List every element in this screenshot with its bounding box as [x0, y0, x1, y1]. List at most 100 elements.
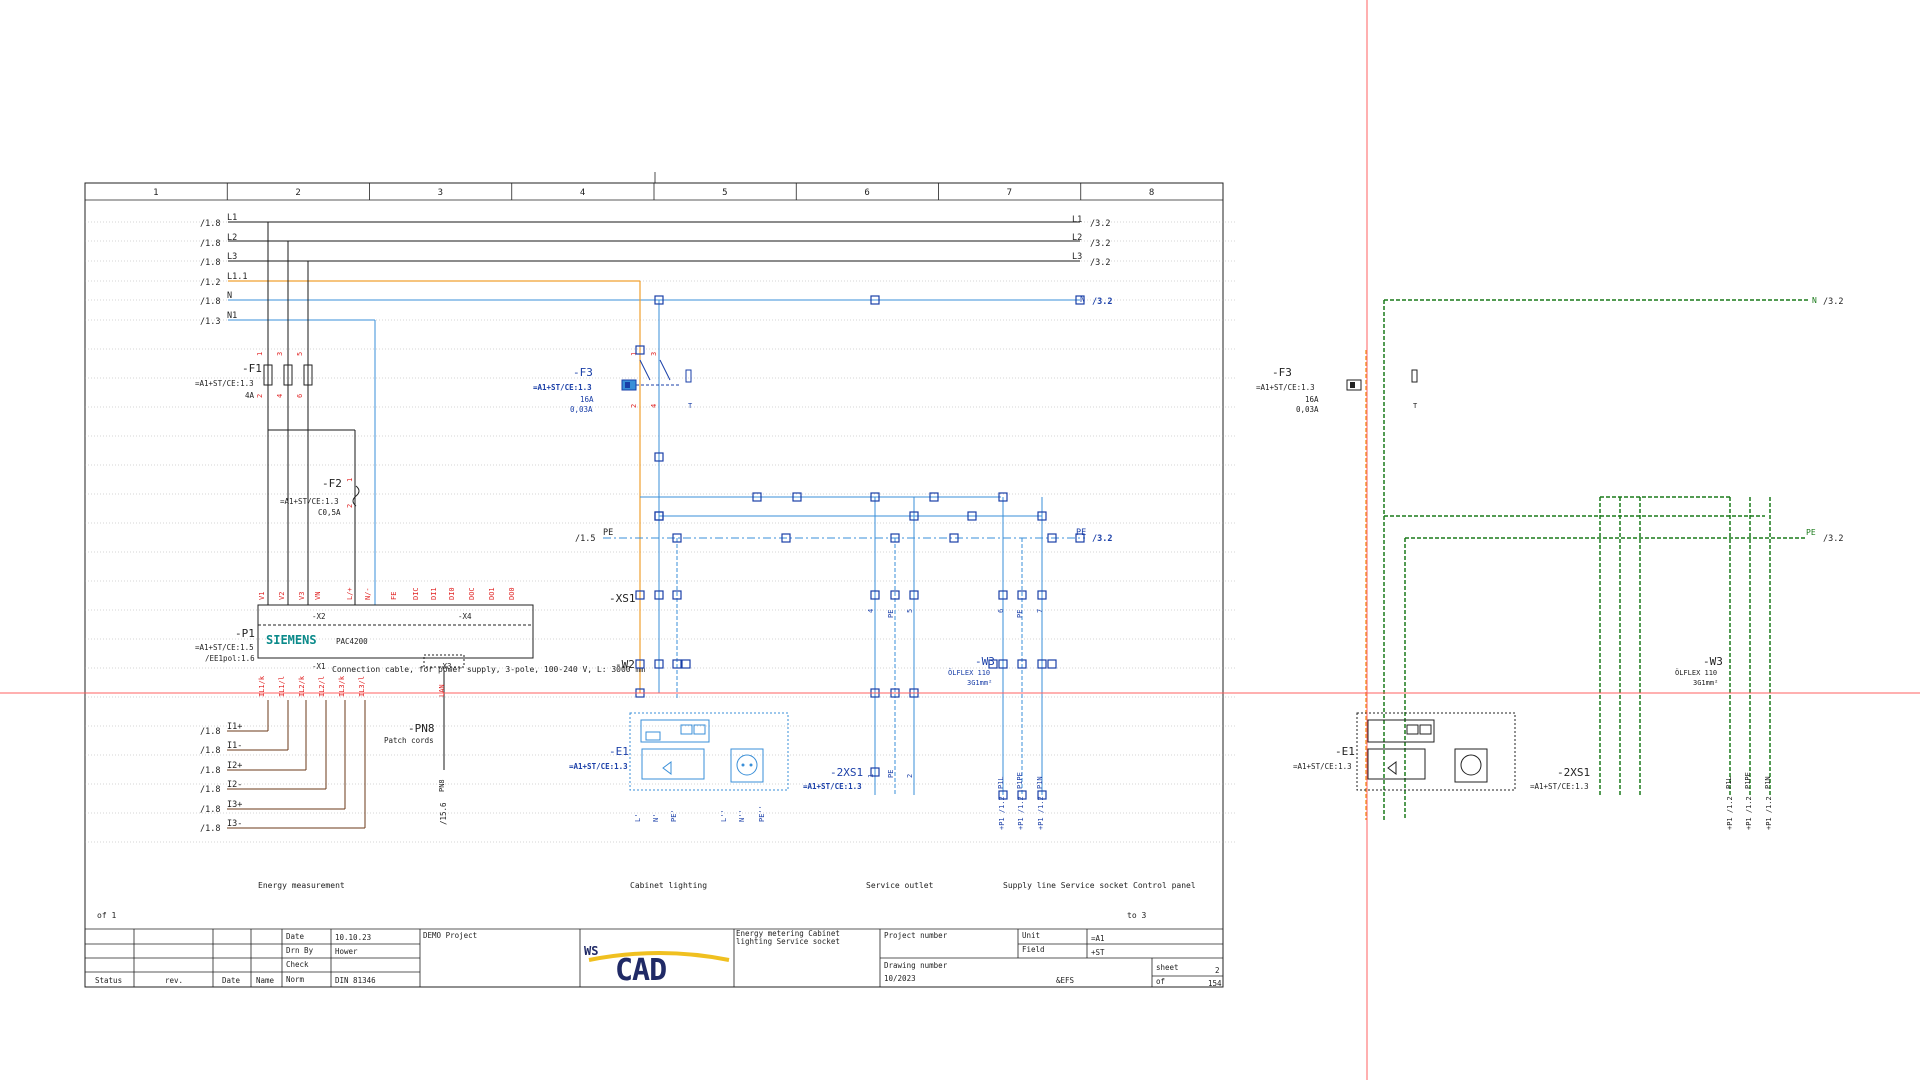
connection-node	[1017, 790, 1027, 800]
light-fixture-e1[interactable]: -E1 =A1+ST/CE:1.3 L' N' PE' L'' N'' PE''	[569, 712, 789, 822]
connection-node	[1075, 295, 1085, 305]
svg-text:of: of	[1156, 977, 1165, 986]
p1-bot-pin: IL1/l	[278, 676, 286, 697]
rbus-l2: L2	[1072, 233, 1082, 243]
fuse-f2[interactable]: -F2 =A1+ST/CE:1.3 C0,5A 1 2	[280, 477, 360, 517]
patch-cord-pn8[interactable]: -PN8 Patch cords PN8 /15.6	[384, 722, 448, 825]
svg-text:L': L'	[634, 814, 642, 822]
cable-note: Connection cable, for power supply, 3-po…	[332, 665, 645, 674]
svg-text:PE: PE	[1016, 610, 1024, 618]
column-label: 8	[1149, 188, 1154, 198]
svg-text:6: 6	[296, 394, 304, 398]
svg-text:CAD: CAD	[615, 953, 666, 988]
p1-top-pin: L/+	[346, 587, 354, 600]
svg-text:1: 1	[630, 352, 638, 356]
f1-loc: =A1+ST/CE:1.3	[195, 379, 254, 388]
svg-text:DIN 81346: DIN 81346	[335, 976, 376, 985]
current-ref: /1.8	[200, 824, 220, 834]
f3-r1: 16A	[580, 395, 594, 404]
column-label: 7	[1007, 188, 1012, 198]
svg-text:+ST: +ST	[1091, 948, 1105, 957]
current-label: I2-	[227, 780, 242, 790]
svg-text:sheet: sheet	[1156, 963, 1179, 972]
svg-text:T: T	[1413, 402, 1418, 410]
connection-node	[654, 659, 664, 669]
svg-text:rev.: rev.	[165, 976, 183, 985]
p1-bot-pin: IL2/l	[318, 676, 326, 697]
column-label: 3	[438, 188, 443, 198]
ref-n: /1.8	[200, 297, 220, 307]
svg-text:-X3: -X3	[438, 662, 452, 671]
connection-node	[870, 590, 880, 600]
connection-node	[681, 659, 691, 669]
rref-l3: /3.2	[1090, 258, 1110, 268]
connection-node	[781, 533, 791, 543]
f1-rating: 4A	[245, 391, 255, 400]
svg-text:5: 5	[296, 352, 304, 356]
svg-text:4: 4	[867, 609, 875, 613]
service-outlet-2xs1[interactable]: -2XS1 =A1+ST/CE:1.3 4 PE 5 1 PE 2	[803, 609, 914, 791]
svg-text:Status: Status	[95, 976, 122, 985]
connection-node	[654, 295, 664, 305]
connection-node	[752, 492, 762, 502]
connection-node	[967, 511, 977, 521]
rcbo-f3[interactable]: -F3 =A1+ST/CE:1.3 16A 0,03A T 1 3 2 4	[533, 352, 693, 414]
svg-text:PN8: PN8	[438, 779, 446, 792]
svg-text:/3.2: /3.2	[1823, 297, 1843, 307]
current-label: I2+	[227, 761, 242, 771]
svg-text:Project number: Project number	[884, 931, 948, 940]
column-label: 1	[153, 188, 158, 198]
svg-text:P1PE: P1PE	[1744, 772, 1752, 789]
connection-node	[1037, 511, 1047, 521]
svg-text:+P1 /1.2: +P1 /1.2	[1765, 796, 1773, 830]
cable-w3[interactable]: -W3 ÖLFLEX 110 3G1mm² 6 PE 7 P1L P1PE P1…	[948, 609, 1045, 830]
connection-node	[792, 492, 802, 502]
connection-node	[1017, 659, 1027, 669]
w2-tag: -W2	[615, 658, 635, 671]
column-label: 6	[864, 188, 869, 198]
meter-p1[interactable]: -P1 =A1+ST/CE:1.5 /EE1pol:1.6 SIEMENS PA…	[195, 587, 534, 697]
svg-text:T: T	[688, 402, 693, 410]
svg-text:ÖLFLEX 110: ÖLFLEX 110	[948, 668, 990, 677]
fuse-f1[interactable]: -F1 =A1+ST/CE:1.3 4A 1 3 5 4 6 2	[195, 352, 313, 400]
column-label: 4	[580, 188, 585, 198]
p1-top-pin: FE	[390, 592, 398, 600]
svg-text:Date: Date	[286, 932, 305, 941]
p1-top-pin: DOC	[468, 587, 476, 600]
section-outlet: Service outlet	[866, 881, 934, 890]
p1-top-pin: V2	[278, 592, 286, 600]
svg-text:WS: WS	[584, 944, 598, 958]
connection-node	[672, 590, 682, 600]
svg-text:4: 4	[650, 404, 658, 408]
detail-view[interactable]: N /3.2 PE /3.2 -F3 =A1+ST/CE:1.3 16A 0,0…	[1256, 296, 1843, 830]
svg-text:10/2023: 10/2023	[884, 974, 916, 983]
svg-text:Name: Name	[256, 976, 275, 985]
p1-bot-pin: IL2/k	[298, 675, 306, 697]
page-of: of 1	[97, 911, 116, 920]
svg-text:=A1+ST/CE:1.3: =A1+ST/CE:1.3	[569, 762, 628, 771]
svg-text:-PN8: -PN8	[408, 722, 435, 735]
column-label: 5	[722, 188, 727, 198]
sheet-frame	[84, 182, 1224, 988]
p1-bot-pin: IL3/k	[338, 675, 346, 697]
f3-tag: -F3	[573, 366, 593, 379]
connection-node	[870, 492, 880, 502]
connection-node	[1047, 659, 1057, 669]
bus-label-n1: N1	[227, 311, 237, 321]
current-ref: /1.8	[200, 766, 220, 776]
connection-node	[635, 659, 645, 669]
p1-top-pin: DIC	[412, 587, 420, 600]
f3-loc: =A1+ST/CE:1.3	[533, 383, 592, 392]
svg-text:Unit: Unit	[1022, 931, 1040, 940]
wscad-logo: WS CAD	[584, 932, 730, 988]
f2-rating: C0,5A	[318, 508, 341, 517]
svg-text:1: 1	[346, 478, 354, 482]
connection-node	[870, 767, 880, 777]
svg-text:P1PE: P1PE	[1016, 772, 1024, 789]
svg-text:PE: PE	[1806, 528, 1816, 537]
svg-text:L'': L''	[720, 809, 728, 822]
section-energy: Energy measurement	[258, 881, 345, 890]
connection-node	[870, 295, 880, 305]
